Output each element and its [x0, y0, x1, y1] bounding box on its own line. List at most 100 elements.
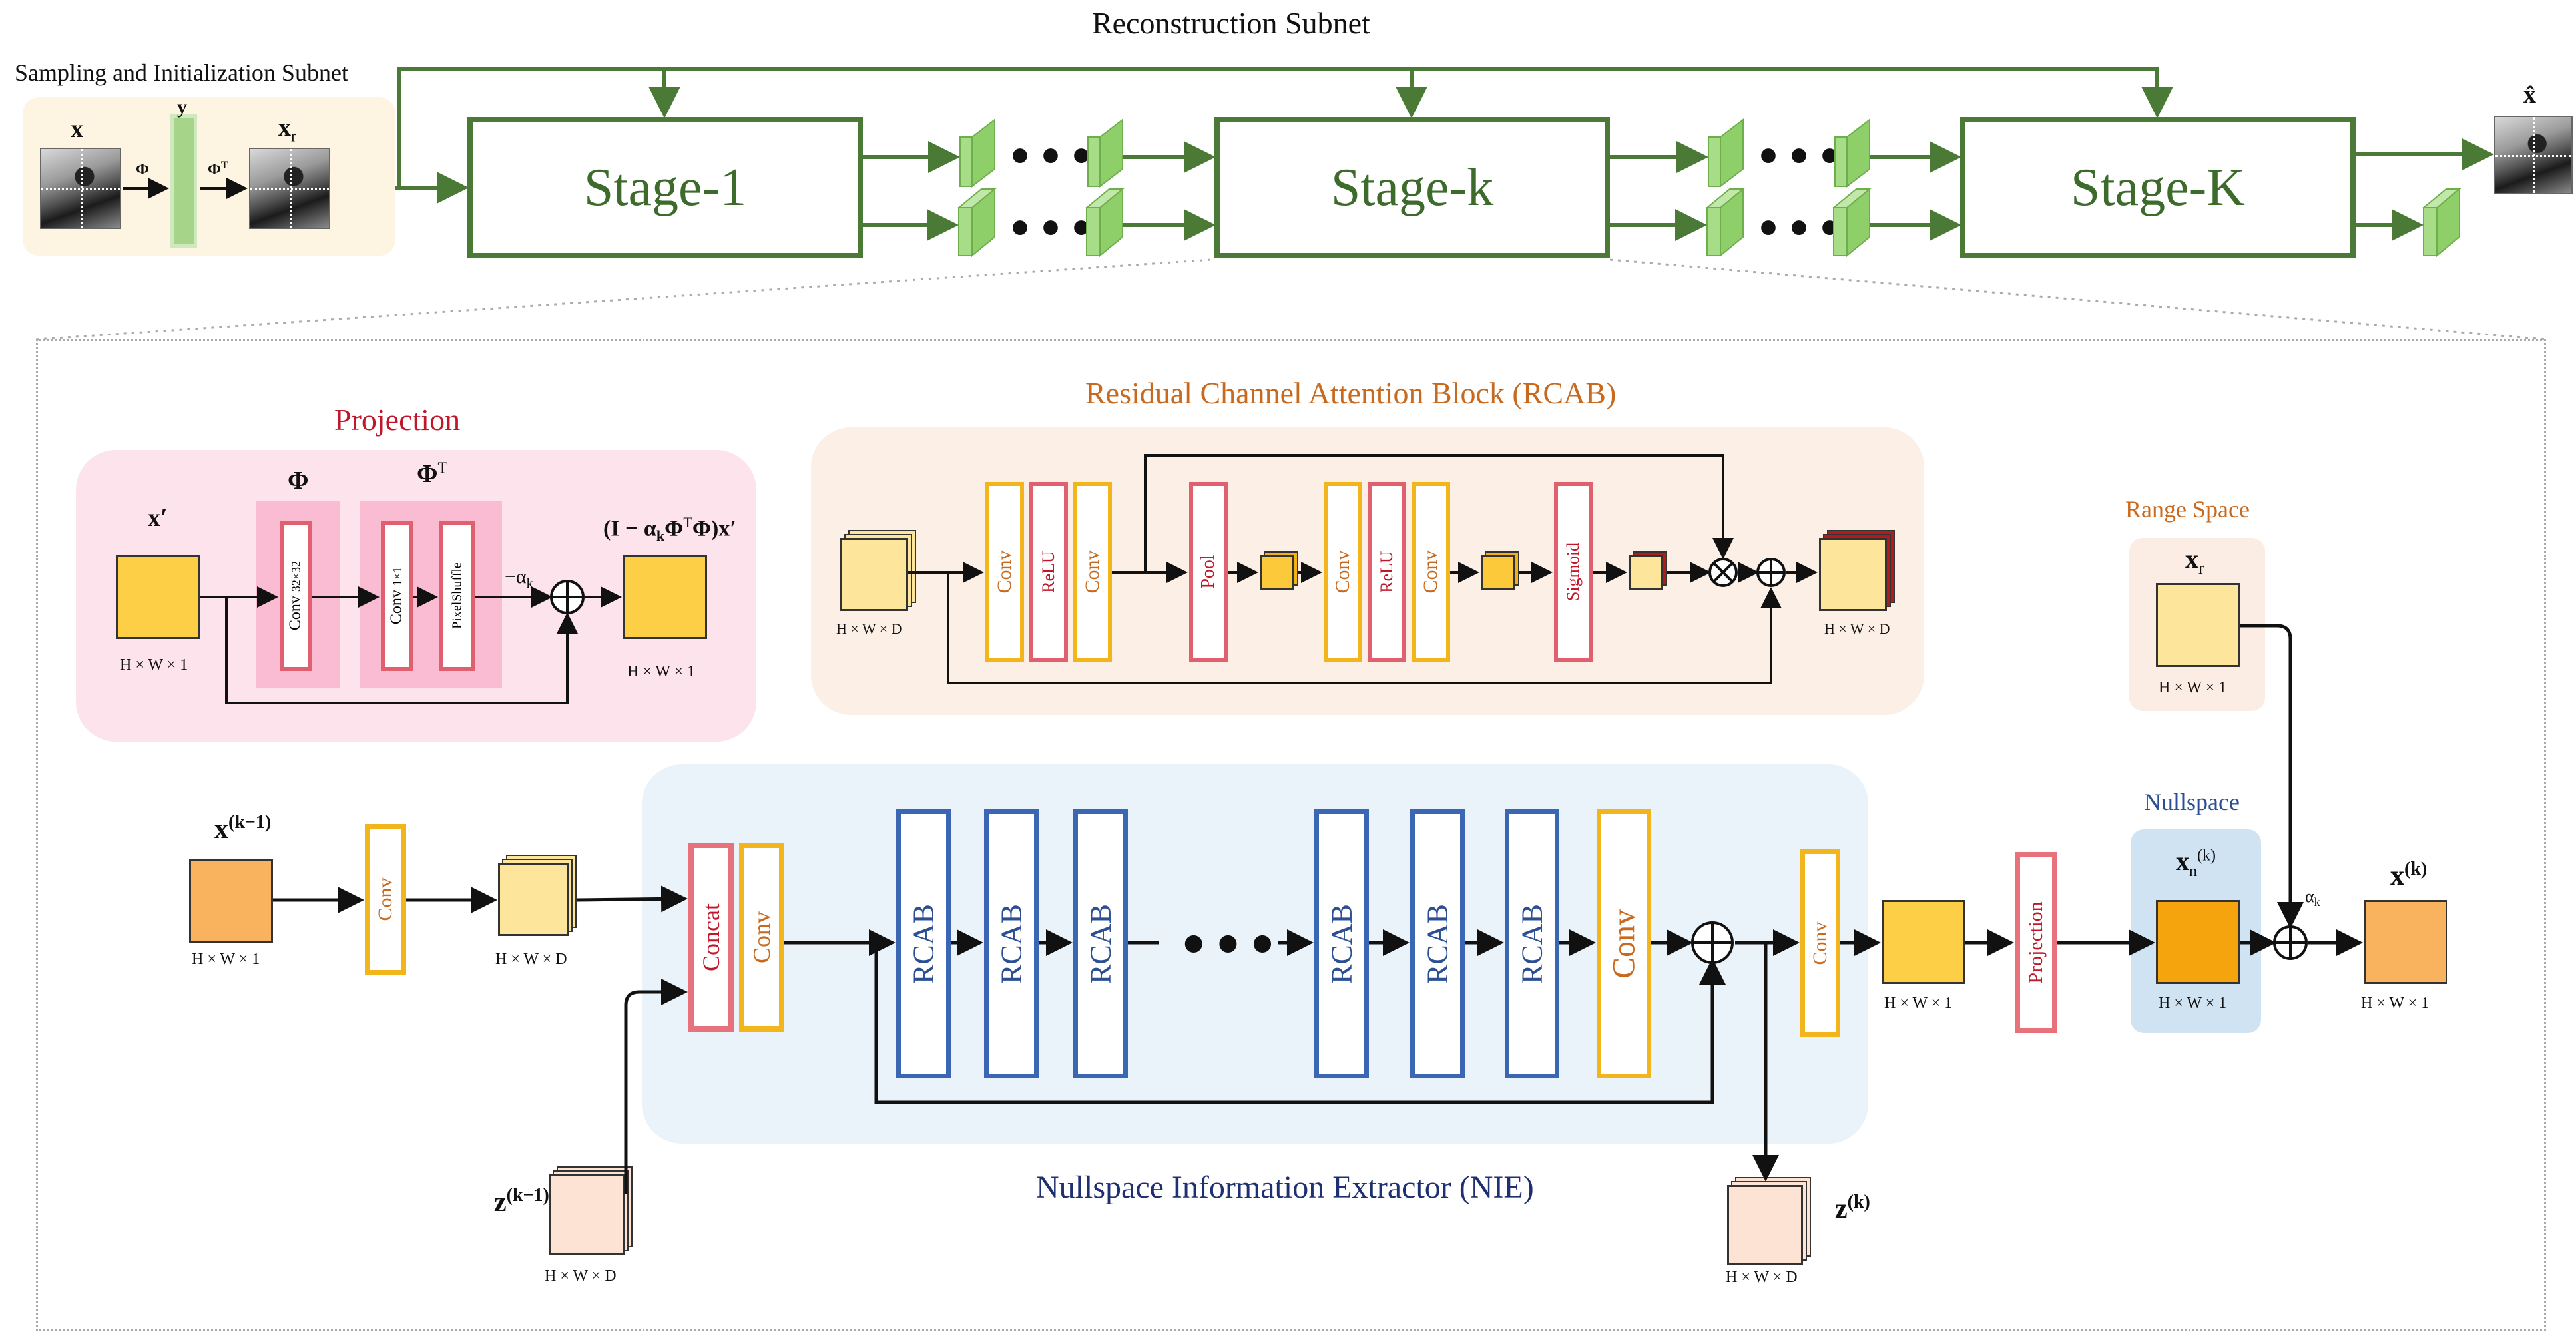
minus-alpha-label: −αk [505, 566, 533, 592]
rcab-pooled-vector-b [1481, 555, 1515, 590]
nie-panel [642, 764, 1868, 1144]
xhat-label: x̂ [2523, 81, 2536, 109]
rcab-block-6[interactable]: RCAB [1505, 809, 1559, 1078]
projection-block[interactable]: Projection [2015, 852, 2057, 1033]
rcab-out-dim: H × W × D [1824, 620, 1890, 637]
rcab-block-3[interactable]: RCAB [1073, 809, 1128, 1078]
range-xr-sub: r [2198, 558, 2204, 578]
xk-dim: H × W × 1 [2361, 995, 2430, 1012]
minus-alpha-sub: k [526, 576, 533, 591]
nie-title: Nullspace Information Extractor (NIE) [1036, 1170, 1534, 1205]
rcab-conv-a: Conv [985, 482, 1024, 662]
minus-alpha-base: −α [505, 566, 527, 588]
conv-nie: Conv [739, 843, 784, 1032]
rcab-pool: Pool [1189, 482, 1228, 662]
rcab-relu-a: ReLU [1029, 482, 1068, 662]
conv-end: Conv [1597, 809, 1651, 1078]
mid-dim: H × W × 1 [1884, 995, 1953, 1012]
xprime-square [116, 555, 200, 639]
rcab-sum-node [1756, 558, 1786, 587]
projection-result-label: (I − αkΦTΦ)x′ [603, 514, 736, 545]
sampling-subnet-title: Sampling and Initialization Subnet [15, 59, 348, 86]
projection-output-square [623, 555, 707, 639]
phi-header: Φ [288, 467, 309, 495]
zk1-feature [549, 1174, 625, 1255]
zk-dim: H × W × D [1726, 1269, 1798, 1286]
rcab-title: Residual Channel Attention Block (RCAB) [1085, 376, 1617, 410]
xn-base: x [2176, 846, 2189, 876]
zk-base: z [1835, 1194, 1848, 1224]
stage-K-label: Stage-K [2070, 158, 2246, 217]
xk1-sup: (k−1) [228, 812, 272, 833]
rcab-multiply-node [1708, 558, 1738, 587]
rcab-pooled-vector-a [1260, 555, 1294, 590]
xk-base: x [2390, 861, 2404, 891]
x-label: x [71, 115, 83, 143]
xk1-square [189, 859, 273, 943]
main-wires [273, 624, 2363, 1194]
zk1-dim: H × W × D [545, 1267, 617, 1285]
pixelshuffle-box: PixelShuffle [439, 521, 475, 671]
range-xr-base: x [2185, 544, 2198, 574]
projection-wires [200, 586, 622, 704]
xr-label-top: xr [278, 113, 296, 146]
rcab-conv-d: Conv [1412, 482, 1450, 662]
rcab-sigmoid: Sigmoid [1554, 482, 1593, 662]
result-b: Φ [664, 516, 684, 541]
rcab-in-dim: H × W × D [836, 620, 902, 637]
rcab-wires [908, 454, 1818, 684]
phit-header-base: Φ [417, 460, 438, 488]
rcab-block-2[interactable]: RCAB [984, 809, 1039, 1078]
phit-label: ΦT [208, 160, 228, 179]
final-sum-node [2273, 925, 2308, 960]
phit-base: Φ [208, 161, 221, 178]
result-sup: T [683, 514, 692, 531]
zk1-label: z(k−1) [494, 1185, 549, 1218]
phit-sup: T [220, 160, 228, 171]
range-space-title: Range Space [2125, 496, 2250, 523]
stage-k-box: Stage-k [1214, 117, 1610, 258]
zk-sup: (k) [1847, 1192, 1870, 1212]
conv-1x1: Conv 1×1 [381, 521, 413, 671]
concat-box: Concat [688, 843, 734, 1032]
ellipsis-2a: ••• [1759, 127, 1852, 186]
rcab-block-1[interactable]: RCAB [896, 809, 951, 1078]
xn-sub: n [2189, 863, 2197, 880]
xk-label: x(k) [2390, 859, 2427, 892]
rcab-output-feature [1819, 538, 1887, 611]
result-a: (I − α [603, 516, 656, 541]
stage-1-box: Stage-1 [467, 117, 863, 258]
stage-1-label: Stage-1 [583, 158, 747, 217]
rcab-block-5[interactable]: RCAB [1410, 809, 1465, 1078]
phi-label: Φ [136, 161, 149, 178]
nullspace-title: Nullspace [2144, 789, 2240, 815]
range-xr-label: xr [2185, 543, 2204, 578]
zoom-lines [35, 258, 2547, 341]
ellipsis-1b: ••• [1011, 199, 1103, 258]
xprime-label: x′ [148, 504, 168, 532]
zk-feature [1727, 1185, 1803, 1265]
rcab-attention-vector [1629, 555, 1663, 590]
ellipsis-2b: ••• [1759, 199, 1852, 258]
xn-label: xn(k) [2176, 845, 2216, 881]
measurement-y [170, 114, 197, 248]
xn-sup: (k) [2197, 847, 2216, 865]
result-c: Φ)x′ [692, 516, 736, 541]
y-label: y [177, 96, 187, 118]
xk-sup: (k) [2404, 859, 2428, 879]
stage-detail-region [36, 339, 2546, 1331]
mid-square [1882, 900, 1965, 984]
xk1-dim: H × W × 1 [192, 951, 260, 968]
feature-d [498, 863, 569, 936]
alpha-sub: k [2314, 895, 2320, 909]
xn-square [2156, 900, 2240, 984]
xr-sub: r [291, 128, 296, 146]
rcab-conv-b: Conv [1073, 482, 1112, 662]
rcab-block-4[interactable]: RCAB [1314, 809, 1369, 1078]
init-image-xr [249, 148, 330, 229]
rcab-input-feature [840, 538, 908, 611]
projection-in-dim: H × W × 1 [120, 656, 188, 674]
zk1-sup: (k−1) [506, 1185, 549, 1206]
